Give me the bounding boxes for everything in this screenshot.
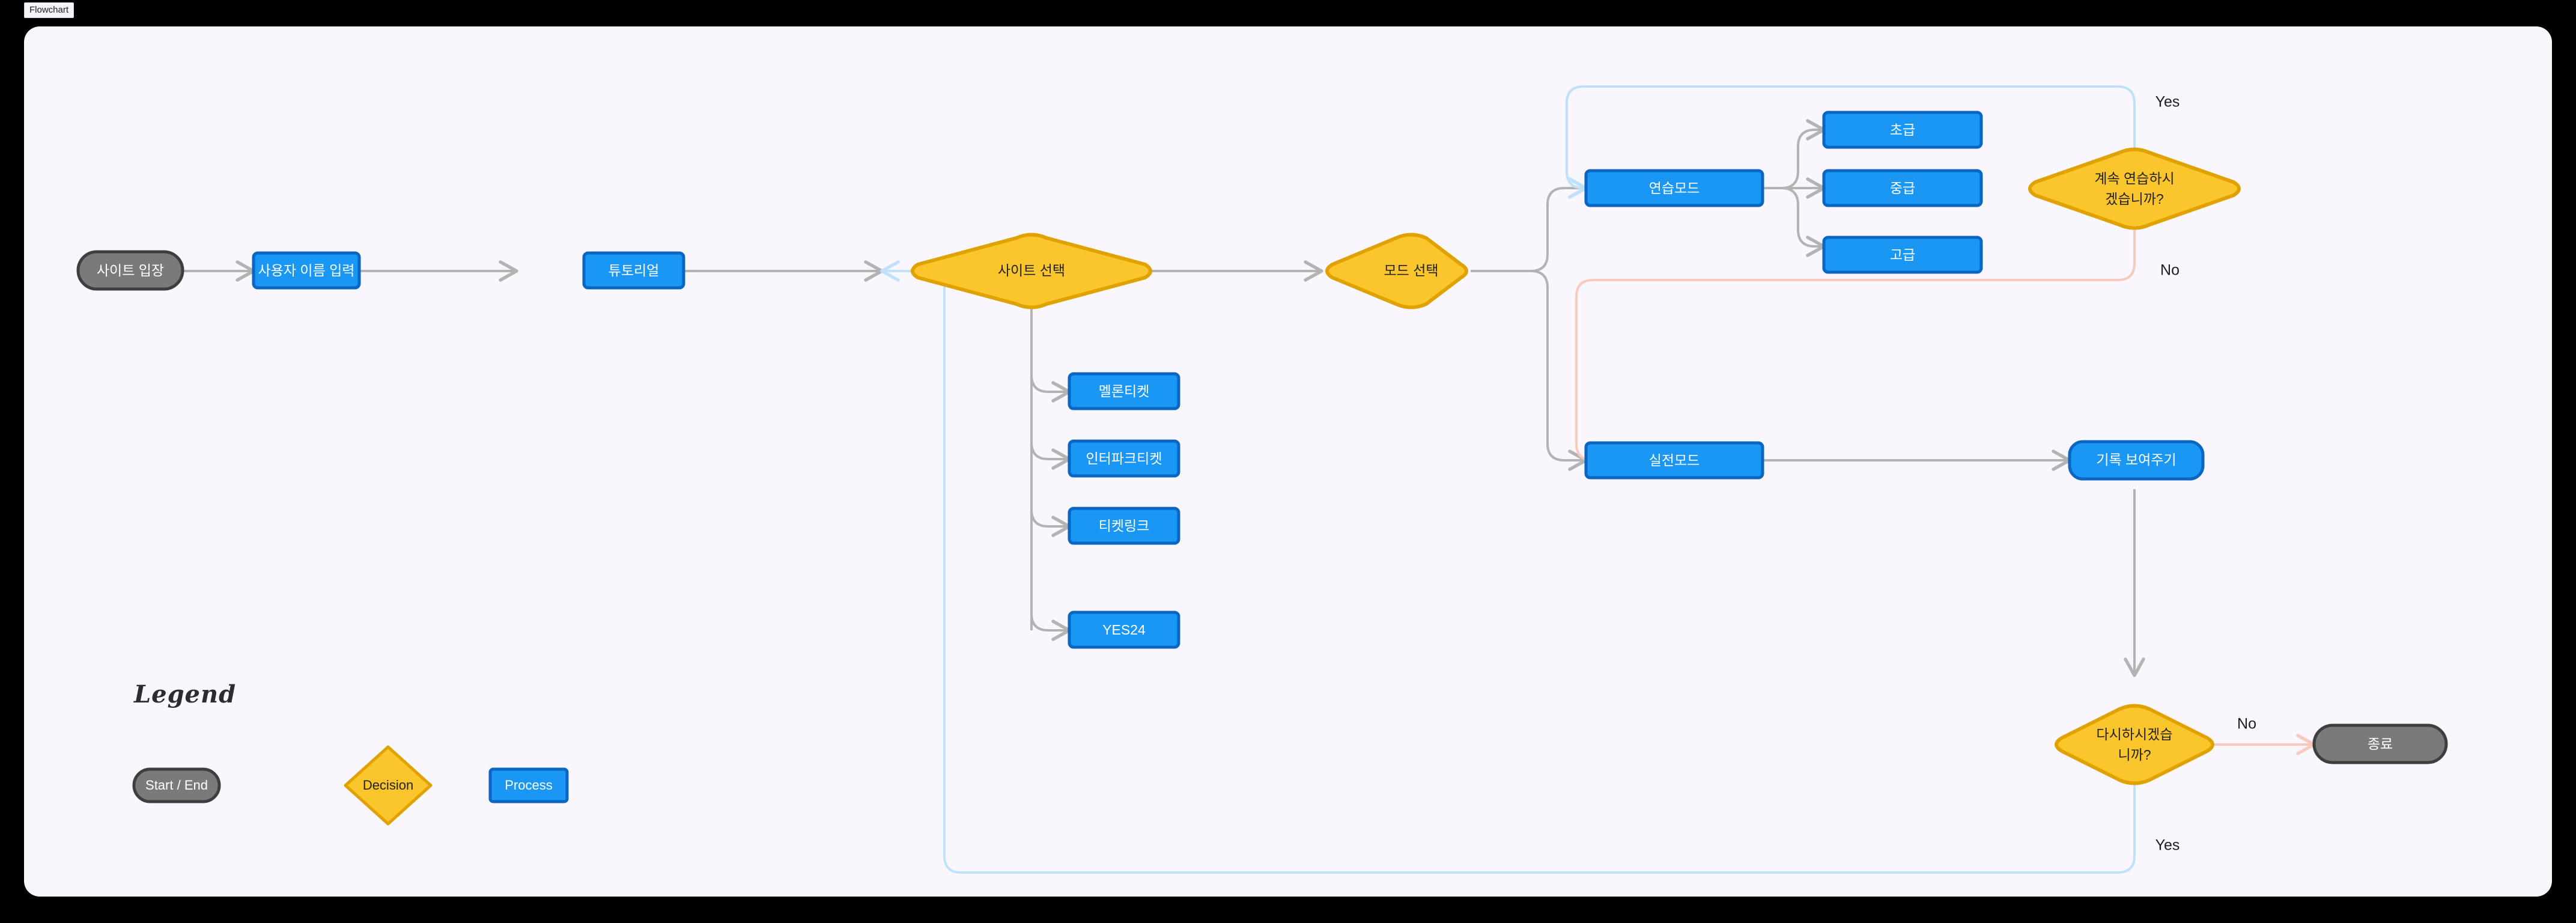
edge-practice-to-advanced — [1781, 187, 1826, 257]
legend-title: Legend — [133, 680, 236, 708]
edge-label-retry-no: No — [2237, 716, 2256, 733]
legend: Legend Start / End Decision Process — [132, 680, 569, 826]
edge-site-select-to-interpark — [1030, 442, 1071, 470]
node-practice-mode[interactable]: 연습모드 — [1584, 169, 1764, 207]
node-site-select-shape[interactable] — [911, 233, 1152, 309]
tab-bar: Flowchart — [0, 0, 2576, 24]
flowchart-svg: Yes No No Yes 사이트 입장 사용자 이름 입력 — [76, 85, 2448, 874]
legend-label-process: Process — [505, 778, 552, 793]
edge-mode-select-to-practice — [1471, 177, 1588, 272]
nodes-layer: 사이트 입장 사용자 이름 입력 튜토리얼 사이트 선택 — [76, 111, 2448, 785]
node-site-select-label: 사이트 선택 — [998, 263, 1065, 278]
edge-mode-select-to-real — [1471, 270, 1588, 471]
edge-continue-no-to-real — [1575, 220, 2136, 471]
node-site-ticketlink-label: 티켓링크 — [1099, 518, 1150, 534]
node-start-shape[interactable] — [76, 250, 184, 291]
edge-practice-to-beginner — [1781, 119, 1826, 189]
edge-continue-yes-to-practice — [1566, 85, 2136, 199]
node-continue-practice[interactable]: 계속 연습하시 겠습니까? — [2028, 147, 2241, 230]
edge-site-select-to-yes24 — [1030, 613, 1071, 641]
node-show-records-shape[interactable] — [2068, 440, 2205, 481]
legend-decision-shape — [344, 745, 433, 826]
node-start[interactable]: 사이트 입장 — [76, 250, 184, 291]
node-level-intermediate-shape[interactable] — [1822, 169, 1983, 207]
legend-label-start-end: Start / End — [145, 778, 208, 793]
node-username[interactable]: 사용자 이름 입력 — [252, 251, 361, 290]
node-level-advanced[interactable]: 고급 — [1822, 236, 1983, 274]
node-mode-select[interactable]: 모드 선택 — [1325, 233, 1468, 309]
legend-item-process: Process — [488, 767, 569, 803]
edge-label-continue-yes: Yes — [2155, 94, 2180, 111]
node-site-melon-shape[interactable] — [1068, 372, 1180, 410]
legend-process-shape — [488, 767, 569, 803]
node-site-interpark-label: 인터파크티켓 — [1086, 451, 1162, 466]
node-retry-shape[interactable] — [2055, 704, 2214, 785]
node-level-beginner-shape[interactable] — [1822, 111, 1983, 149]
edge-label-retry-yes: Yes — [2155, 837, 2180, 854]
node-level-beginner[interactable]: 초급 — [1822, 111, 1983, 149]
node-site-melon-label: 멜론티켓 — [1099, 383, 1150, 399]
edge-label-continue-no: No — [2160, 262, 2180, 279]
node-mode-select-label: 모드 선택 — [1384, 263, 1438, 278]
node-site-yes24[interactable]: YES24 — [1068, 611, 1180, 649]
node-tutorial-label: 튜토리얼 — [609, 263, 660, 278]
node-end-label: 종료 — [2368, 736, 2393, 752]
legend-item-decision: Decision — [344, 745, 433, 826]
node-username-label: 사용자 이름 입력 — [258, 263, 355, 278]
node-end-shape[interactable] — [2312, 723, 2448, 764]
legend-terminator-shape — [132, 767, 221, 803]
node-site-ticketlink-shape[interactable] — [1068, 507, 1180, 545]
node-continue-practice-shape[interactable] — [2028, 147, 2241, 230]
node-level-intermediate-label: 중급 — [1890, 180, 1915, 196]
node-continue-practice-label-line1: 계속 연습하시 — [2094, 171, 2174, 186]
node-show-records[interactable]: 기록 보여주기 — [2068, 440, 2205, 481]
node-tutorial[interactable]: 튜토리얼 — [582, 251, 685, 290]
node-show-records-label: 기록 보여주기 — [2096, 452, 2176, 468]
edge-site-select-to-ticketlink — [1030, 509, 1071, 537]
node-username-shape[interactable] — [252, 251, 361, 290]
edge-retry-yes-to-site-select — [880, 260, 2136, 874]
node-tutorial-shape[interactable] — [582, 251, 685, 290]
node-level-advanced-shape[interactable] — [1822, 236, 1983, 274]
node-retry-label-line2: 니까? — [2118, 747, 2151, 763]
legend-label-decision: Decision — [363, 778, 413, 793]
node-site-ticketlink[interactable]: 티켓링크 — [1068, 507, 1180, 545]
node-site-yes24-label: YES24 — [1102, 622, 1146, 638]
flowchart-canvas[interactable]: Yes No No Yes 사이트 입장 사용자 이름 입력 — [24, 26, 2552, 897]
edge-labels-layer: Yes No No Yes — [2155, 94, 2256, 854]
node-site-melon[interactable]: 멜론티켓 — [1068, 372, 1180, 410]
tab-flowchart[interactable]: Flowchart — [24, 2, 74, 18]
node-start-label: 사이트 입장 — [97, 263, 164, 278]
node-site-select[interactable]: 사이트 선택 — [911, 233, 1152, 309]
node-real-mode[interactable]: 실전모드 — [1584, 441, 1764, 480]
edge-site-select-to-melon — [1030, 374, 1071, 403]
node-level-intermediate[interactable]: 중급 — [1822, 169, 1983, 207]
edges-layer — [183, 85, 2316, 874]
node-continue-practice-label-line2: 겠습니까? — [2105, 191, 2163, 207]
node-site-interpark[interactable]: 인터파크티켓 — [1068, 439, 1180, 478]
node-level-advanced-label: 고급 — [1890, 247, 1915, 263]
node-practice-mode-shape[interactable] — [1584, 169, 1764, 207]
node-practice-mode-label: 연습모드 — [1649, 180, 1700, 196]
node-real-mode-label: 실전모드 — [1649, 452, 1700, 468]
node-mode-select-shape[interactable] — [1325, 233, 1468, 309]
node-site-yes24-shape[interactable] — [1068, 611, 1180, 649]
node-real-mode-shape[interactable] — [1584, 441, 1764, 480]
legend-item-start-end: Start / End — [132, 767, 221, 803]
node-site-interpark-shape[interactable] — [1068, 439, 1180, 478]
node-retry-label-line1: 다시하시겠습 — [2097, 727, 2173, 742]
node-retry[interactable]: 다시하시겠습 니까? — [2055, 704, 2214, 785]
node-level-beginner-label: 초급 — [1890, 122, 1915, 138]
node-end[interactable]: 종료 — [2312, 723, 2448, 764]
